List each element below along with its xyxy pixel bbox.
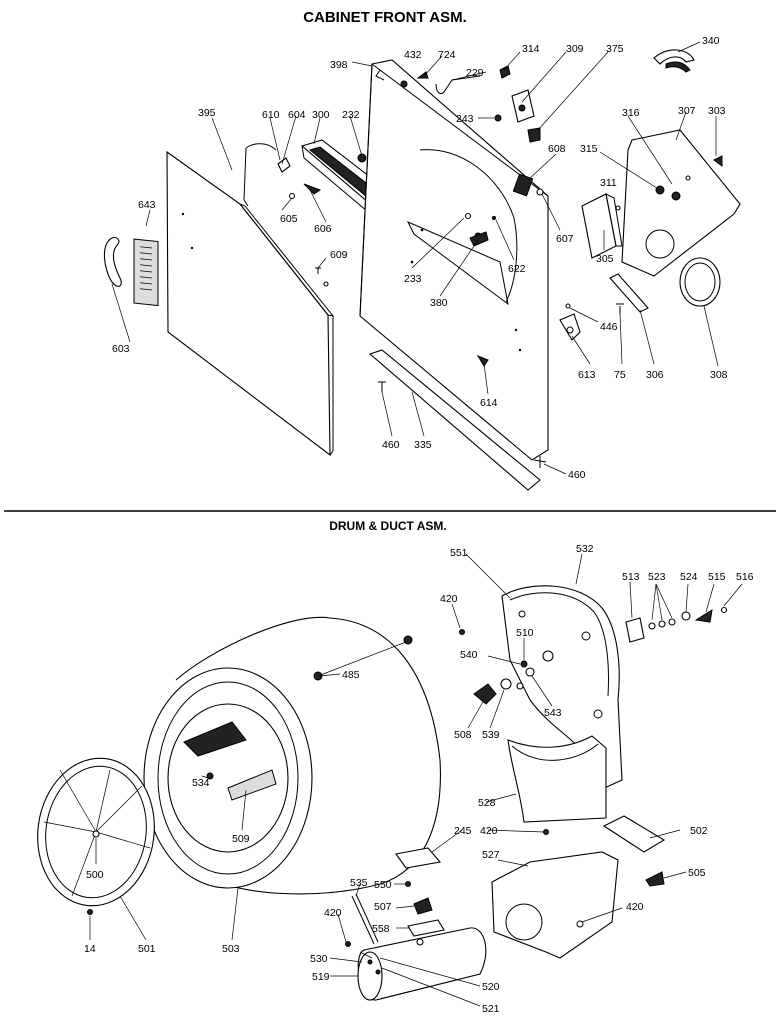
- callout: 243: [456, 113, 474, 125]
- callout: 503: [222, 943, 240, 955]
- callout: 604: [288, 109, 306, 121]
- callout: 432: [404, 49, 422, 61]
- callout: 610: [262, 109, 280, 121]
- drum-callouts: 551 532 513 523 524 515 516 420 510 540 …: [84, 543, 754, 1015]
- drum-section-title: DRUM & DUCT ASM.: [329, 519, 447, 533]
- callout: 523: [648, 571, 666, 583]
- callout: 420: [324, 907, 342, 919]
- callout: 314: [522, 43, 540, 55]
- cabinet-callouts: 398 432 724 314 309 375 340 229 243 395 …: [112, 35, 728, 481]
- callout: 614: [480, 397, 498, 409]
- callout: 519: [312, 971, 330, 983]
- callout: 309: [566, 43, 584, 55]
- callout: 509: [232, 833, 250, 845]
- callout: 550: [374, 879, 392, 891]
- callout: 420: [480, 825, 498, 837]
- callout: 303: [708, 105, 726, 117]
- callout: 515: [708, 571, 726, 583]
- callout: 335: [414, 439, 432, 451]
- callout: 521: [482, 1003, 500, 1015]
- callout: 340: [702, 35, 720, 47]
- callout: 245: [454, 825, 472, 837]
- block-305: [581, 193, 617, 259]
- callout: 233: [404, 273, 422, 285]
- callout: 606: [314, 223, 332, 235]
- callout: 375: [606, 43, 624, 55]
- motor-519: [357, 927, 487, 1001]
- callout: 229: [466, 67, 484, 79]
- callout: 534: [192, 777, 210, 789]
- callout: 507: [374, 901, 392, 913]
- callout: 460: [382, 439, 400, 451]
- callout: 532: [576, 543, 594, 555]
- callout: 460: [568, 469, 586, 481]
- ring-308: [679, 257, 721, 307]
- callout: 380: [430, 297, 448, 309]
- callout: 528: [478, 797, 496, 809]
- strip-335: [368, 349, 541, 491]
- callout: 398: [330, 59, 348, 71]
- callout: 510: [516, 627, 534, 639]
- callout: 500: [86, 869, 104, 881]
- callout: 643: [138, 199, 156, 211]
- callout: 551: [450, 547, 468, 559]
- callout: 300: [312, 109, 330, 121]
- callout: 395: [198, 107, 216, 119]
- callout: 315: [580, 143, 598, 155]
- callout: 306: [646, 369, 664, 381]
- callout: 420: [440, 593, 458, 605]
- callout: 520: [482, 981, 500, 993]
- callout: 307: [678, 105, 696, 117]
- callout: 501: [138, 943, 156, 955]
- blower-housing-527: [491, 851, 619, 959]
- callout: 232: [342, 109, 360, 121]
- callout: 516: [736, 571, 754, 583]
- callout: 539: [482, 729, 500, 741]
- callout: 308: [710, 369, 728, 381]
- callout: 605: [280, 213, 298, 225]
- callout: 513: [622, 571, 640, 583]
- callout: 420: [626, 901, 644, 913]
- callout: 607: [556, 233, 574, 245]
- callout: 305: [596, 253, 614, 265]
- callout: 613: [578, 369, 596, 381]
- handle-340: [653, 49, 695, 65]
- callout: 75: [614, 369, 626, 381]
- callout: 311: [600, 177, 617, 189]
- callout: 524: [680, 571, 698, 583]
- door-handle-603: [103, 236, 122, 287]
- callout: 508: [454, 729, 472, 741]
- callout: 724: [438, 49, 456, 61]
- callout: 530: [310, 953, 328, 965]
- callout: 535: [350, 877, 368, 889]
- drum-duct-drawing: [37, 41, 743, 1007]
- leader-lines: [89, 41, 743, 1007]
- cabinet-front-drawing: [103, 49, 741, 491]
- bracket-307: [621, 129, 741, 277]
- callout: 609: [330, 249, 348, 261]
- callout: 558: [372, 923, 390, 935]
- badge-643: [133, 238, 159, 307]
- callout: 540: [460, 649, 478, 661]
- callout: 603: [112, 343, 130, 355]
- cabinet-section-title: CABINET FRONT ASM.: [303, 9, 467, 26]
- front-panel-395: [166, 150, 331, 457]
- callout: 622: [508, 263, 526, 275]
- callout: 446: [600, 321, 618, 333]
- callout: 14: [84, 943, 96, 955]
- callout: 502: [690, 825, 708, 837]
- callout: 527: [482, 849, 500, 861]
- callout: 505: [688, 867, 706, 879]
- callout: 543: [544, 707, 562, 719]
- callout: 485: [342, 669, 360, 681]
- callout: 316: [622, 107, 640, 119]
- callout: 608: [548, 143, 566, 155]
